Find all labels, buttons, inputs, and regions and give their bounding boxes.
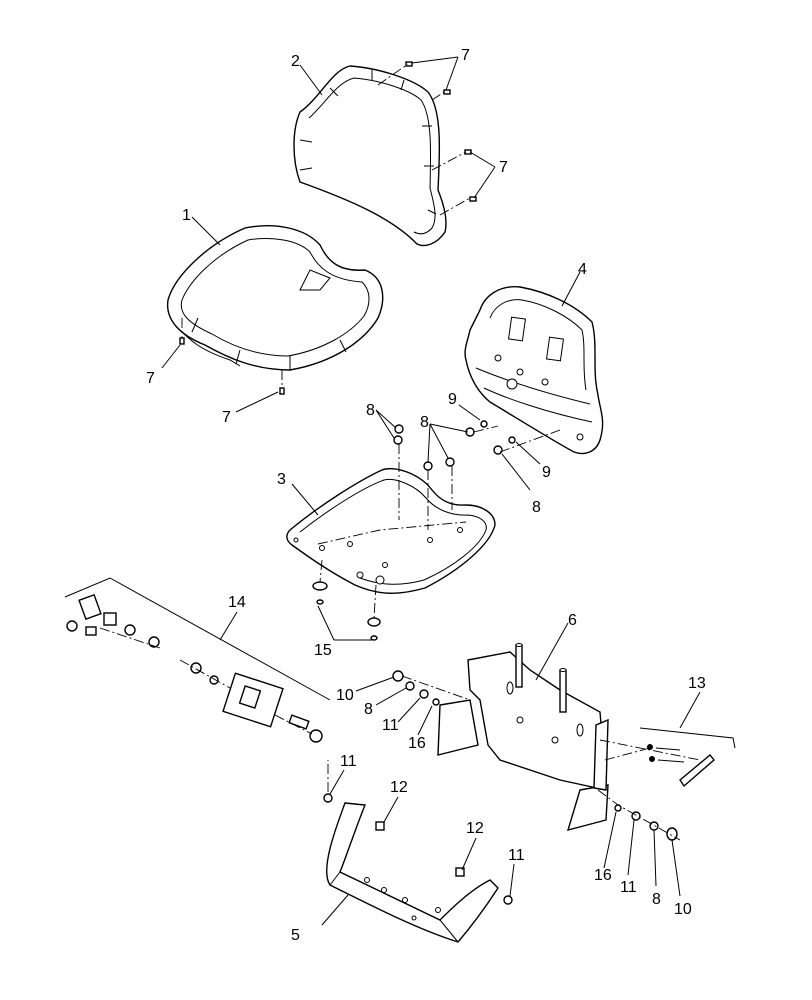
- leader-lines: [161, 56, 701, 926]
- callout-1: 1: [182, 207, 191, 224]
- callout-14: 14: [228, 594, 246, 611]
- lower-bucket: [326, 802, 499, 943]
- seat-pan: [286, 468, 496, 594]
- callout-8a: 8: [366, 402, 375, 419]
- link-plate: [599, 727, 736, 788]
- callout-13: 13: [688, 675, 706, 692]
- callout-2: 2: [291, 53, 300, 70]
- center-lines: [181, 63, 681, 841]
- callout-8b: 8: [420, 414, 429, 431]
- callout-11d: 11: [620, 879, 637, 896]
- callout-9b: 9: [542, 464, 551, 481]
- callout-8d: 8: [364, 701, 373, 718]
- callout-7a: 7: [461, 47, 470, 64]
- callout-7b: 7: [499, 159, 508, 176]
- callout-10b: 10: [674, 901, 692, 918]
- callout-8c: 8: [532, 499, 541, 516]
- callout-7c: 7: [146, 370, 155, 387]
- callout-11c: 11: [508, 847, 525, 864]
- callout-8e: 8: [652, 891, 661, 908]
- callout-5: 5: [291, 927, 300, 944]
- callout-3: 3: [277, 471, 286, 488]
- backrest-cushion: [293, 65, 447, 247]
- callout-16b: 16: [594, 867, 612, 884]
- seat-cushion: [166, 225, 384, 371]
- callout-6: 6: [568, 612, 577, 629]
- callout-11a: 11: [382, 717, 399, 734]
- callout-9a: 9: [448, 391, 457, 408]
- mount-bracket: [437, 643, 609, 831]
- callout-11b: 11: [340, 753, 357, 770]
- callout-12b: 12: [466, 820, 484, 837]
- callout-10a: 10: [336, 687, 354, 704]
- callout-12a: 12: [390, 779, 408, 796]
- fasteners: [179, 61, 678, 905]
- callout-16a: 16: [408, 735, 426, 752]
- back-frame: [464, 286, 604, 455]
- callout-15: 15: [314, 642, 332, 659]
- callout-7d: 7: [222, 409, 231, 426]
- callout-labels: 1 2 3 4 5 6 7 7 7 7 8 8 8 8 8 9 9 10 10 …: [146, 47, 706, 944]
- switch-kit: [64, 577, 331, 743]
- callout-4: 4: [578, 261, 587, 278]
